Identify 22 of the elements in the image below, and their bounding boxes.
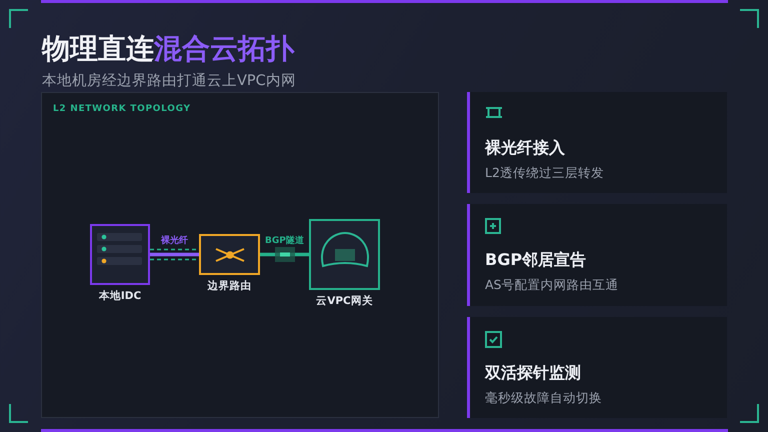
edge-label: BGP隧道 [265,236,304,246]
node-label: 云VPC网关 [316,295,373,308]
link-line [150,252,199,256]
link-line [260,252,309,256]
edge-label: 裸光纤 [161,236,188,246]
card-heading: 裸光纤接入 [485,137,565,159]
node-label: 边界路由 [208,280,252,293]
card-text: 毫秒级故障自动切换 [485,389,602,407]
slide-subtitle: 本地机房经边界路由打通云上VPC内网 [42,72,296,90]
node-label: 本地IDC [98,290,142,303]
card-heading: BGP邻居宣告 [485,249,586,271]
feature-card [467,204,727,306]
topology-panel [41,92,439,418]
feature-card [467,92,727,193]
card-heading: 双活探针监测 [485,362,581,384]
card-text: L2透传绕过三层转发 [485,164,604,182]
dashed-link-line [150,258,199,260]
slide-title: 物理直连混合云拓扑 [42,31,294,67]
dashed-link-line [150,248,199,250]
card-text: AS号配置内网路由互通 [485,276,618,294]
feature-card [467,317,727,418]
panel-heading: L2 NETWORK TOPOLOGY [53,103,191,115]
